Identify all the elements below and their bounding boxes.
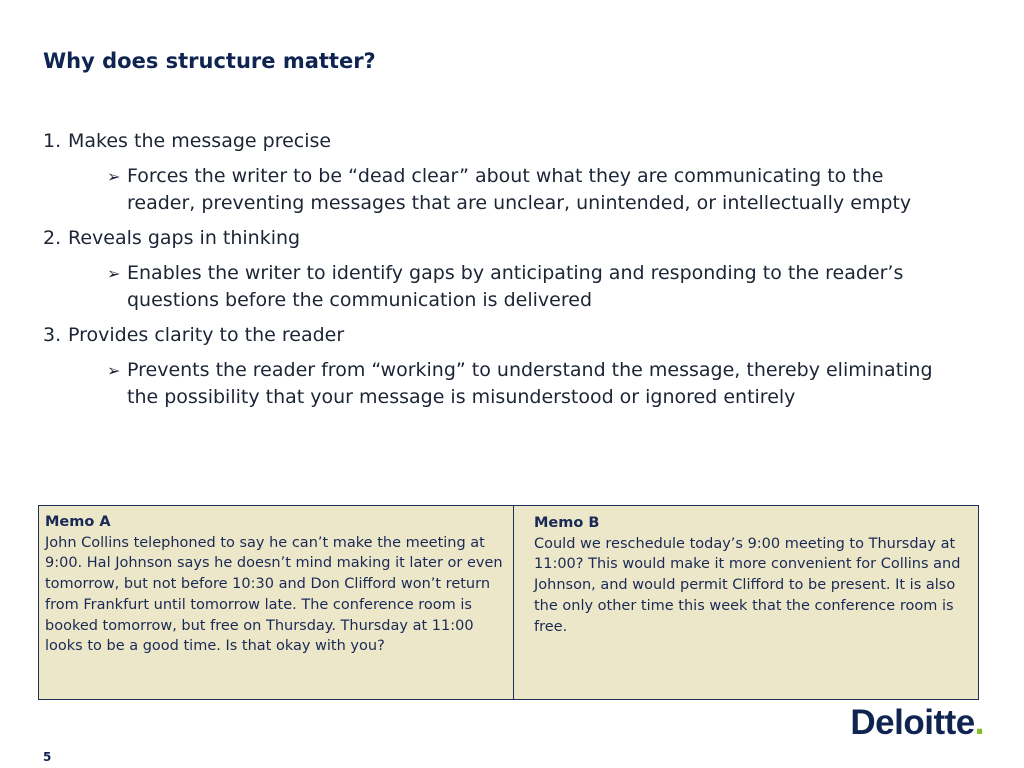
- arrow-bullet-icon: ➢: [107, 361, 121, 380]
- points-list: 1. Makes the message precise ➢ Forces th…: [43, 128, 963, 419]
- memo-b-cell: Memo B Could we reschedule today’s 9:00 …: [514, 506, 978, 699]
- memo-b-title: Memo B: [534, 515, 600, 531]
- memo-a-body: John Collins telephoned to say he can’t …: [45, 534, 503, 655]
- deloitte-logo: Deloitte.: [850, 703, 984, 743]
- point-number: 1.: [43, 130, 62, 152]
- point-item: 2. Reveals gaps in thinking ➢ Enables th…: [43, 225, 963, 314]
- point-detail: Prevents the reader from “working” to un…: [127, 359, 933, 408]
- arrow-bullet-icon: ➢: [107, 167, 121, 186]
- point-number: 3.: [43, 324, 62, 346]
- memo-a-cell: Memo A John Collins telephoned to say he…: [39, 506, 514, 699]
- point-heading: Reveals gaps in thinking: [68, 227, 301, 249]
- point-item: 3. Provides clarity to the reader ➢ Prev…: [43, 322, 963, 411]
- point-detail: Forces the writer to be “dead clear” abo…: [127, 165, 912, 214]
- point-heading: Makes the message precise: [68, 130, 332, 152]
- memo-comparison-table: Memo A John Collins telephoned to say he…: [38, 505, 979, 700]
- memo-a-title: Memo A: [45, 514, 111, 530]
- logo-dot: .: [974, 703, 985, 742]
- page-number: 5: [43, 750, 52, 764]
- logo-text: Deloitte: [850, 703, 975, 742]
- memo-b-body: Could we reschedule today’s 9:00 meeting…: [534, 535, 961, 635]
- point-item: 1. Makes the message precise ➢ Forces th…: [43, 128, 963, 217]
- point-detail: Enables the writer to identify gaps by a…: [127, 262, 904, 311]
- point-heading: Provides clarity to the reader: [68, 324, 345, 346]
- point-number: 2.: [43, 227, 62, 249]
- arrow-bullet-icon: ➢: [107, 264, 121, 283]
- slide-title: Why does structure matter?: [43, 49, 376, 73]
